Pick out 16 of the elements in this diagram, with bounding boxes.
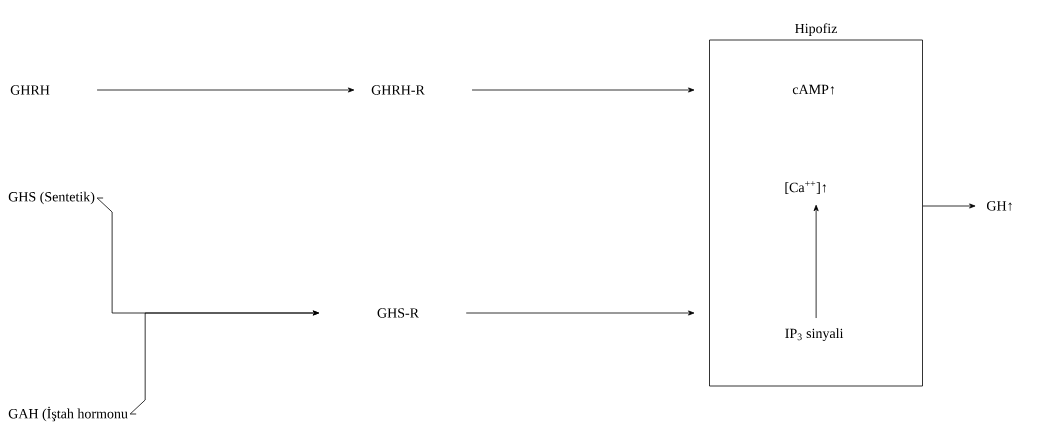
node-label: cAMP↑ (792, 84, 835, 95)
node-label: [Ca$^{++}$]↑ (785, 181, 826, 194)
node-label: GHRH-R (371, 85, 425, 95)
arrow (96, 87, 355, 93)
node-label: GAH (İştah hormonu (8, 406, 128, 422)
node-label: GHS-R (377, 308, 419, 318)
node-label: GHS (Sentetik) (8, 191, 95, 205)
arrow (813, 204, 819, 319)
node-label: GH↑ (987, 201, 1012, 211)
node-label: GHRH (10, 85, 50, 95)
arrow (922, 203, 976, 209)
node-label: IP$_{3}$ sinyali (785, 328, 844, 341)
arrow (471, 87, 695, 93)
arrow (129, 310, 320, 415)
arrow (465, 310, 695, 316)
node-label: Hipofiz (795, 23, 838, 37)
